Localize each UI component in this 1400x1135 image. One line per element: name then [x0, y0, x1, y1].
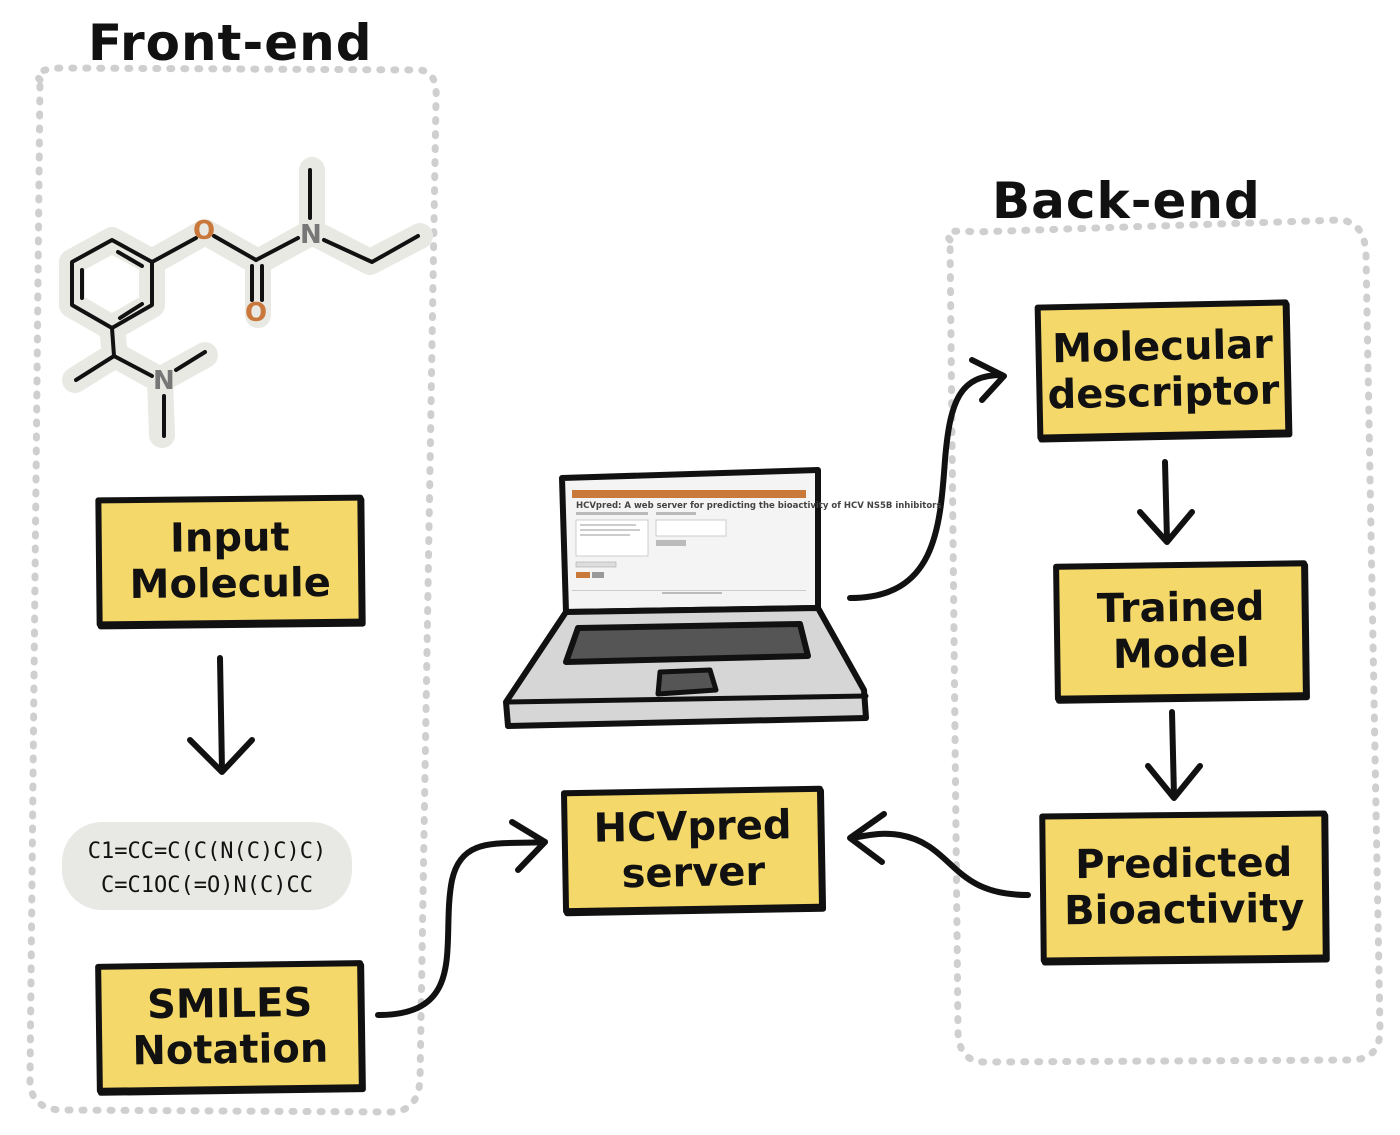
arrow-input-to-smiles [187, 655, 255, 775]
frontend-title: Front-end [88, 14, 373, 72]
screen-topbar [572, 490, 806, 498]
bioactivity-line-1: Predicted [1074, 839, 1293, 889]
laptop-screen: HCVpred: A web server for predicting the… [572, 490, 942, 598]
atom-nitrogen-1: N [300, 220, 322, 250]
hcvpred-server-box: HCVpred server [560, 785, 826, 915]
arrow-model-to-bioactivity [1145, 709, 1203, 801]
input-molecule-line-1: Input [169, 514, 290, 562]
predicted-bioactivity-box: Predicted Bioactivity [1039, 810, 1329, 964]
arrow-laptop-to-descriptor [847, 357, 1007, 601]
molecule-structure [59, 157, 433, 448]
backend-title: Back-end [992, 172, 1261, 230]
arrow-smiles-to-server [375, 819, 548, 1018]
laptop-touchpad [655, 667, 719, 697]
smiles-notation-line-2: Notation [132, 1025, 329, 1075]
molecular-descriptor-box: Molecular descriptor [1034, 299, 1292, 441]
bioactivity-line-2: Bioactivity [1063, 885, 1305, 935]
smiles-notation-box: SMILES Notation [95, 960, 365, 1094]
input-molecule-box: Input Molecule [95, 494, 365, 628]
descriptor-line-1: Molecular [1051, 321, 1274, 373]
frontend-group-border [26, 64, 440, 1116]
smiles-line-2: C=C1OC(=O)N(C)CC [101, 873, 313, 898]
smiles-bubble [62, 822, 352, 910]
atom-nitrogen-2: N [153, 366, 175, 396]
server-line-1: HCVpred [593, 802, 792, 852]
backend-group-border [944, 216, 1384, 1066]
server-line-2: server [621, 848, 766, 898]
screen-mockup [572, 512, 806, 594]
laptop-keyboard [563, 621, 811, 665]
smiles-notation-line-1: SMILES [146, 979, 313, 1029]
screen-title: HCVpred: A web server for predicting the… [576, 501, 942, 511]
smiles-string: C1=CC=C(C(N(C)C)C) C=C1OC(=O)N(C)CC [62, 835, 352, 903]
trained-model-box: Trained Model [1053, 560, 1309, 702]
input-molecule-line-2: Molecule [129, 559, 332, 609]
atom-oxygen-2: O [245, 298, 268, 328]
model-line-1: Trained [1096, 583, 1265, 633]
smiles-line-1: C1=CC=C(C(N(C)C)C) [87, 839, 327, 864]
arrow-descriptor-to-model [1137, 459, 1195, 545]
model-line-2: Model [1112, 630, 1251, 678]
descriptor-line-2: descriptor [1047, 367, 1280, 419]
atom-oxygen-1: O [193, 216, 216, 246]
arrow-bioactivity-to-server [847, 811, 1031, 898]
